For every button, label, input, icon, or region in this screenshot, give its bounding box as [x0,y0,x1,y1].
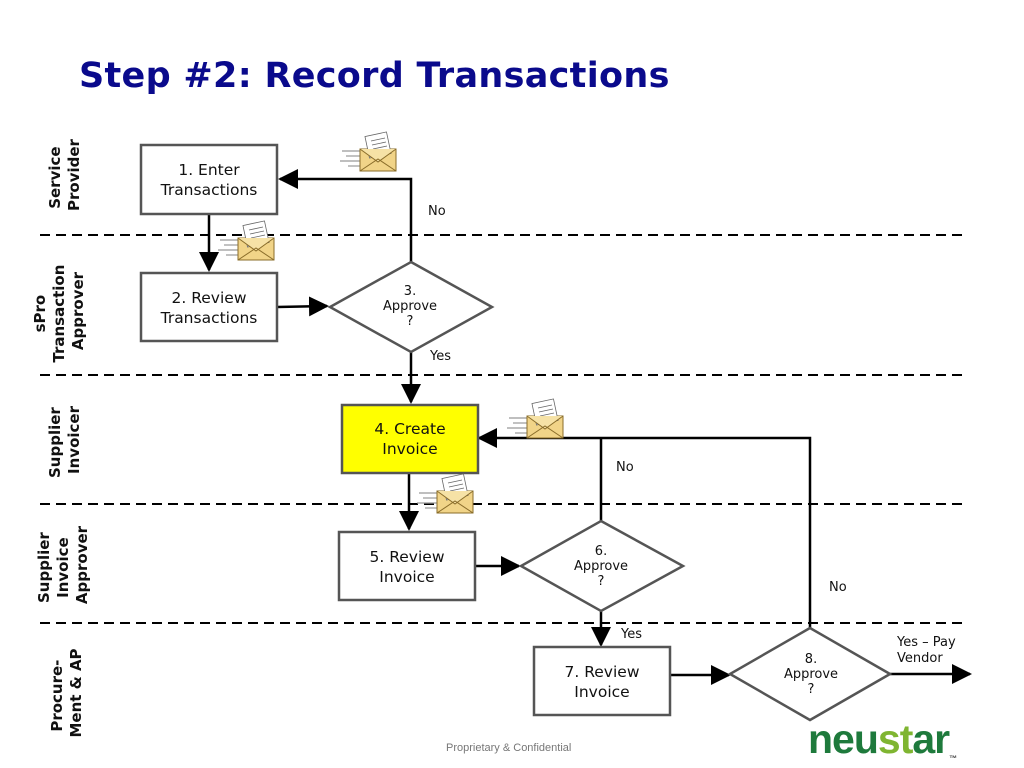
connectors [199,169,972,685]
lane-label-spro-transaction-approver: sPro Transaction Approver [31,259,87,362]
neustar-logo: neustar™ [808,716,957,763]
connector-3-no-to-1 [278,169,413,262]
svg-text:6.Approve?: 6.Approve? [574,544,628,589]
decision-8-diamond: 8.Approve? [727,626,893,722]
label-yes-3: Yes [429,349,451,364]
email-icon [416,473,474,514]
email-icon [217,220,275,261]
footer-text: Proprietary & Confidential [446,742,572,754]
lane-label-supplier-invoicer: Supplier Invoicer [46,402,83,478]
svg-text:3.Approve?: 3.Approve? [383,284,437,329]
decision-6-diamond: 6.Approve? [518,519,686,613]
svg-text:8.Approve?: 8.Approve? [784,652,838,697]
connector-8-no-to-4 [477,428,812,628]
label-no-6: No [616,460,634,475]
lane-label-procurement-ap: Procure- Ment & AP [48,648,85,737]
lane-label-service-provider: Service Provider [46,138,83,211]
label-no-8: No [829,580,847,595]
page-title: Step #2: Record Transactions [79,56,670,96]
lane-label-supplier-invoice-approver: Supplier Invoice Approver [35,525,91,604]
email-icon [506,398,564,439]
decision-3-diamond: 3.Approve? [327,260,495,354]
email-icon [339,131,397,172]
label-no-3: No [428,204,446,219]
connector-2-to-3 [276,296,329,317]
label-yes-6: Yes [620,627,642,642]
